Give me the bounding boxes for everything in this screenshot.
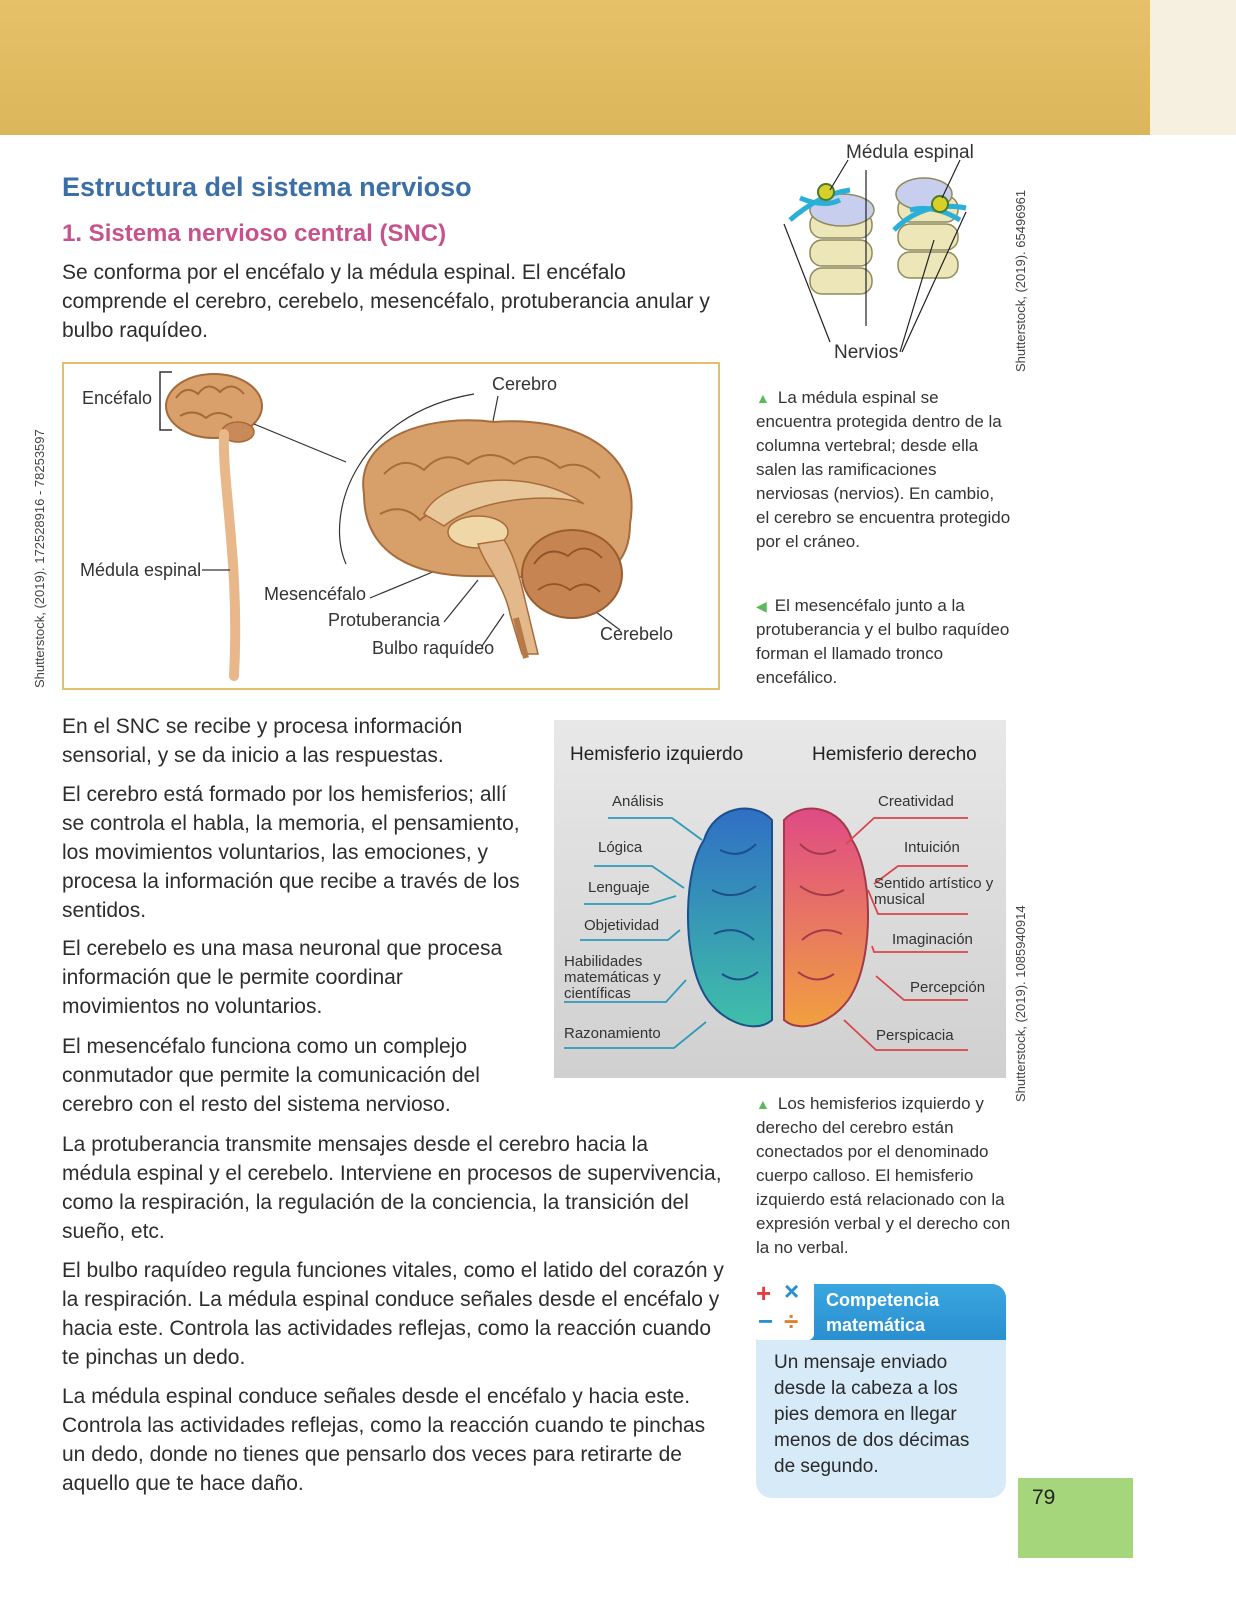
section-subtitle: 1. Sistema nervioso central (SNC) [62, 220, 447, 247]
body-paragraph-2: El cerebro está formado por los hemisfer… [62, 783, 520, 922]
brain-diagram: Encéfalo Cerebro Médula espinal Mesencéf… [62, 362, 720, 690]
right-item-perspicacia: Perspicacia [876, 1027, 954, 1044]
competencia-body: Un mensaje enviado desde la cabeza a los… [756, 1340, 1006, 1498]
label-protuberancia: Protuberancia [328, 610, 441, 630]
left-item-logica: Lógica [598, 839, 643, 856]
caption-spine: ▲La médula espinal se encuentra protegid… [756, 386, 1011, 554]
small-brain-icon [165, 373, 263, 681]
top-band-edge [1150, 0, 1236, 135]
competencia-title: Competencia matemática [826, 1288, 939, 1338]
right-hemisphere-title: Hemisferio derecho [812, 744, 977, 765]
body-paragraph-1: En el SNC se recibe y procesa informació… [62, 715, 463, 767]
label-mesencefalo: Mesencéfalo [264, 584, 367, 604]
hemispheres-illustration [564, 807, 968, 1051]
math-operators-icon: + × − ÷ [752, 1276, 814, 1340]
page-number-tab: 79 [1018, 1478, 1133, 1558]
right-item-percepcion: Percepción [910, 979, 986, 996]
competencia-header: + × − ÷ Competencia matemática [752, 1276, 1006, 1340]
triangle-left-icon: ◀ [756, 598, 767, 614]
label-spine-medula: Médula espinal [846, 142, 974, 163]
left-hemisphere-title: Hemisferio izquierdo [570, 744, 744, 765]
top-color-band [0, 0, 1150, 135]
competencia-title-line1: Competencia [826, 1290, 940, 1310]
label-cerebelo: Cerebelo [600, 624, 674, 644]
label-bulbo: Bulbo raquídeo [372, 638, 495, 658]
caption-mesencefalo: ◀El mesencéfalo junto a la protuberancia… [756, 594, 1011, 690]
caption-mesencefalo-text: El mesencéfalo junto a la protuberancia … [756, 596, 1010, 687]
left-item-analisis: Análisis [612, 793, 664, 810]
competencia-text: Un mensaje enviado desde la cabeza a los… [774, 1352, 970, 1477]
credit-right-top: Shutterstock, (2019). 65496961 [1013, 189, 1028, 372]
body-paragraph-3: El cerebelo es una masa neuronal que pro… [62, 937, 503, 1018]
body-paragraph-5: La protuberancia transmite mensajes desd… [62, 1133, 722, 1243]
hemispheres-figure: Hemisferio izquierdo Hemisferio derecho … [554, 720, 1006, 1078]
section-title: Estructura del sistema nervioso [62, 172, 472, 202]
page-number: 79 [1032, 1486, 1056, 1509]
left-item-razonamiento: Razonamiento [564, 1025, 661, 1042]
body-paragraph-6: El bulbo raquídeo regula funciones vital… [62, 1259, 724, 1369]
brain-illustration [159, 371, 633, 681]
caption-hemispheres: ▲Los hemisferios izquierdo y derecho del… [756, 1092, 1011, 1260]
right-item-intuicion: Intuición [904, 839, 960, 856]
caption-hemispheres-text: Los hemisferios izquierdo y derecho del … [756, 1094, 1011, 1257]
credit-right-bottom: Shutterstock, (2019). 1085940914 [1013, 905, 1028, 1102]
right-item-creatividad: Creatividad [878, 793, 954, 810]
left-item-objetividad: Objetividad [584, 917, 660, 934]
triangle-up-icon: ▲ [756, 390, 770, 406]
right-item-sentido: Sentido artístico y musical [874, 875, 994, 908]
triangle-up-icon: ▲ [756, 1096, 770, 1112]
left-item-habilidades: Habilidades matemáticas y científicas [564, 953, 661, 1002]
label-cerebro: Cerebro [492, 374, 558, 394]
vertebrae-right [892, 177, 967, 279]
spine-illustration [783, 159, 967, 353]
right-item-imaginacion: Imaginación [892, 931, 973, 948]
competencia-box: + × − ÷ Competencia matemática Un mensaj… [752, 1276, 1006, 1498]
label-encefalo: Encéfalo [82, 388, 153, 408]
body-paragraph-4: El mesencéfalo funciona como un complejo… [62, 1035, 480, 1116]
label-medula: Médula espinal [80, 560, 202, 580]
competencia-title-line2: matemática [826, 1315, 926, 1335]
vertebrae-left [788, 183, 875, 295]
large-brain-icon [362, 419, 633, 659]
label-spine-nervios: Nervios [834, 342, 899, 363]
intro-paragraph: Se conforma por el encéfalo y la médula … [62, 261, 710, 342]
body-paragraph-7: La médula espinal conduce señales desde … [62, 1385, 706, 1495]
credit-left: Shutterstock, (2019). 172528916 - 782535… [32, 429, 47, 688]
left-item-lenguaje: Lenguaje [588, 879, 650, 896]
caption-spine-text: La médula espinal se encuentra protegida… [756, 388, 1011, 551]
